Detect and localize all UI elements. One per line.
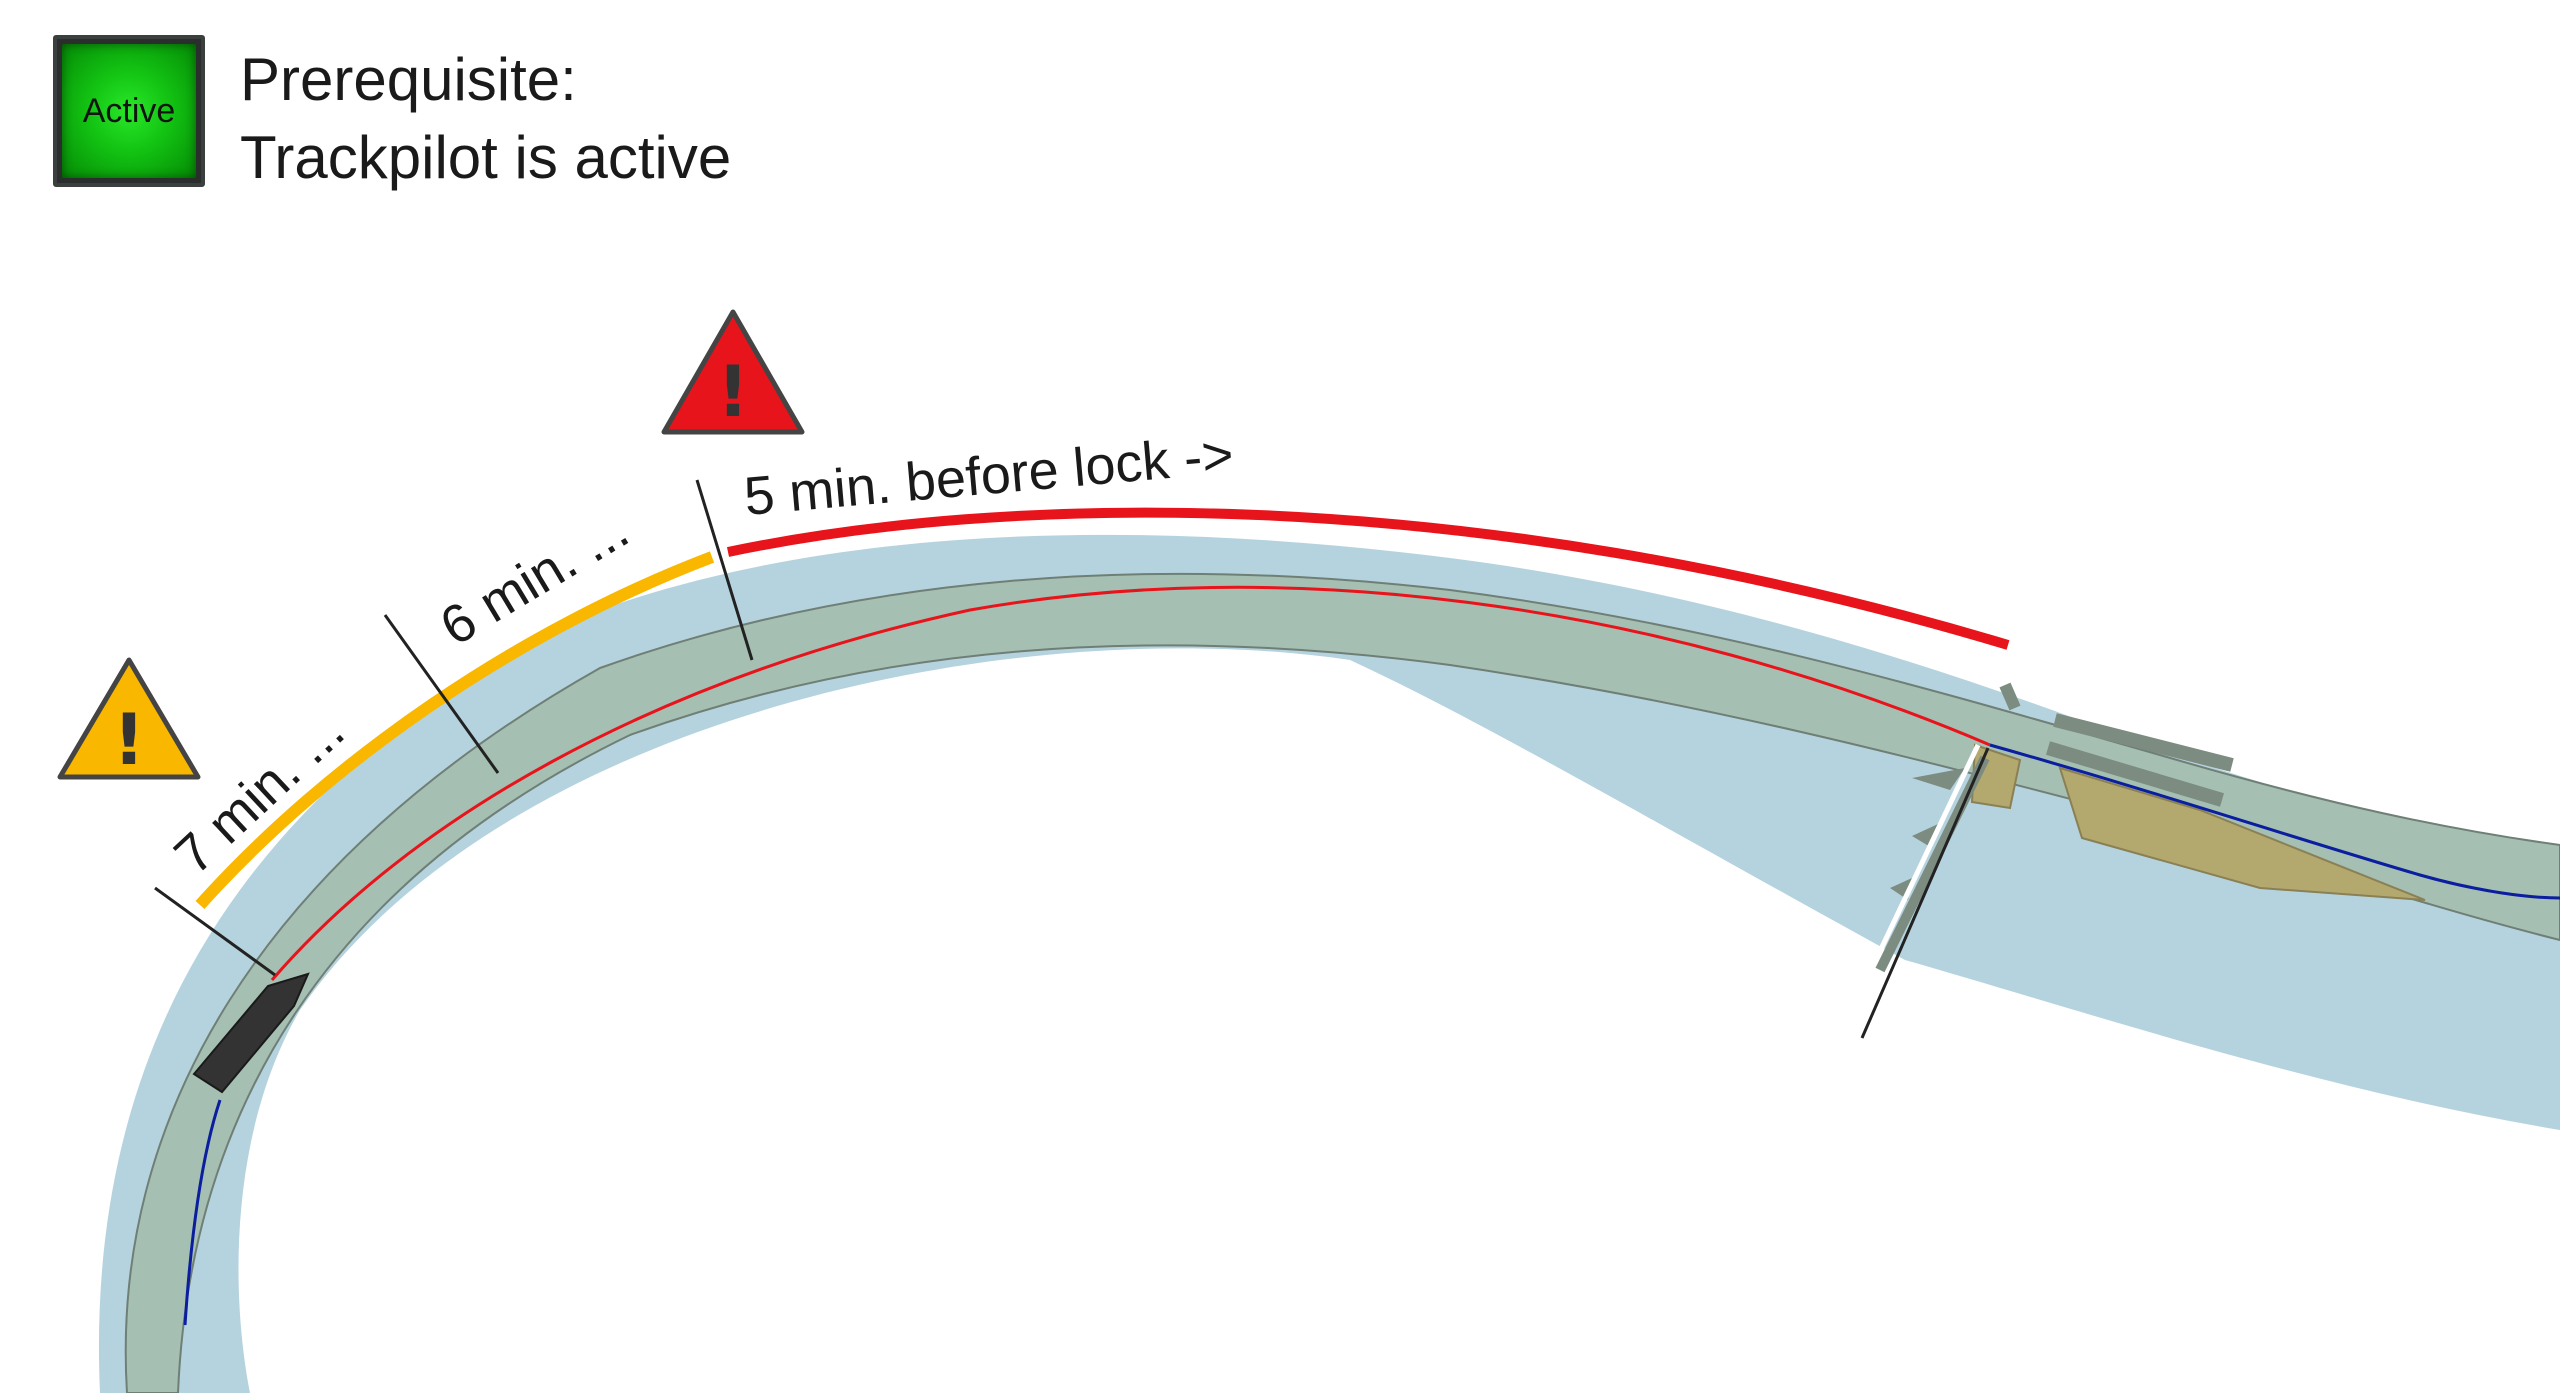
lock-wall-upper	[2053, 713, 2234, 772]
lock-wall-lower	[2045, 741, 2225, 807]
caution-triangle	[57, 657, 201, 780]
marker-line-7-min	[154, 886, 276, 977]
pier-spike-1	[1912, 768, 1965, 790]
marker-line-5-min	[695, 479, 754, 661]
route-through-lock	[1989, 743, 2560, 900]
alarm-exclamation: !	[717, 351, 749, 433]
lock-gate-post	[1999, 682, 2021, 711]
prerequisite-title: Prerequisite:	[240, 46, 577, 113]
lock-gate-line	[1860, 747, 1990, 1039]
route-ahead	[270, 585, 1991, 981]
caution-exclamation: !	[113, 699, 145, 781]
river-water	[99, 534, 2560, 1393]
prerequisite-text: Trackpilot is active	[240, 124, 732, 191]
caution-zone-7-to-5-min	[195, 551, 715, 910]
active-button-face: Active	[62, 44, 196, 178]
trackpilot-active-button[interactable]: Active	[53, 35, 205, 187]
lock-gate-line-white	[1869, 743, 1981, 970]
ship	[192, 972, 310, 1094]
alarm-triangle	[661, 309, 805, 435]
warning-triangle-icon: !	[661, 309, 805, 435]
marker-line-6-min	[383, 614, 500, 774]
header: Active Prerequisite: Trackpilot is activ…	[0, 0, 900, 200]
warning-triangle-icon: !	[57, 657, 201, 781]
route-behind	[183, 1099, 222, 1326]
lock-land-right	[2058, 766, 2426, 901]
alarm-zone-5-min	[726, 507, 2010, 650]
active-button-label: Active	[82, 91, 176, 130]
